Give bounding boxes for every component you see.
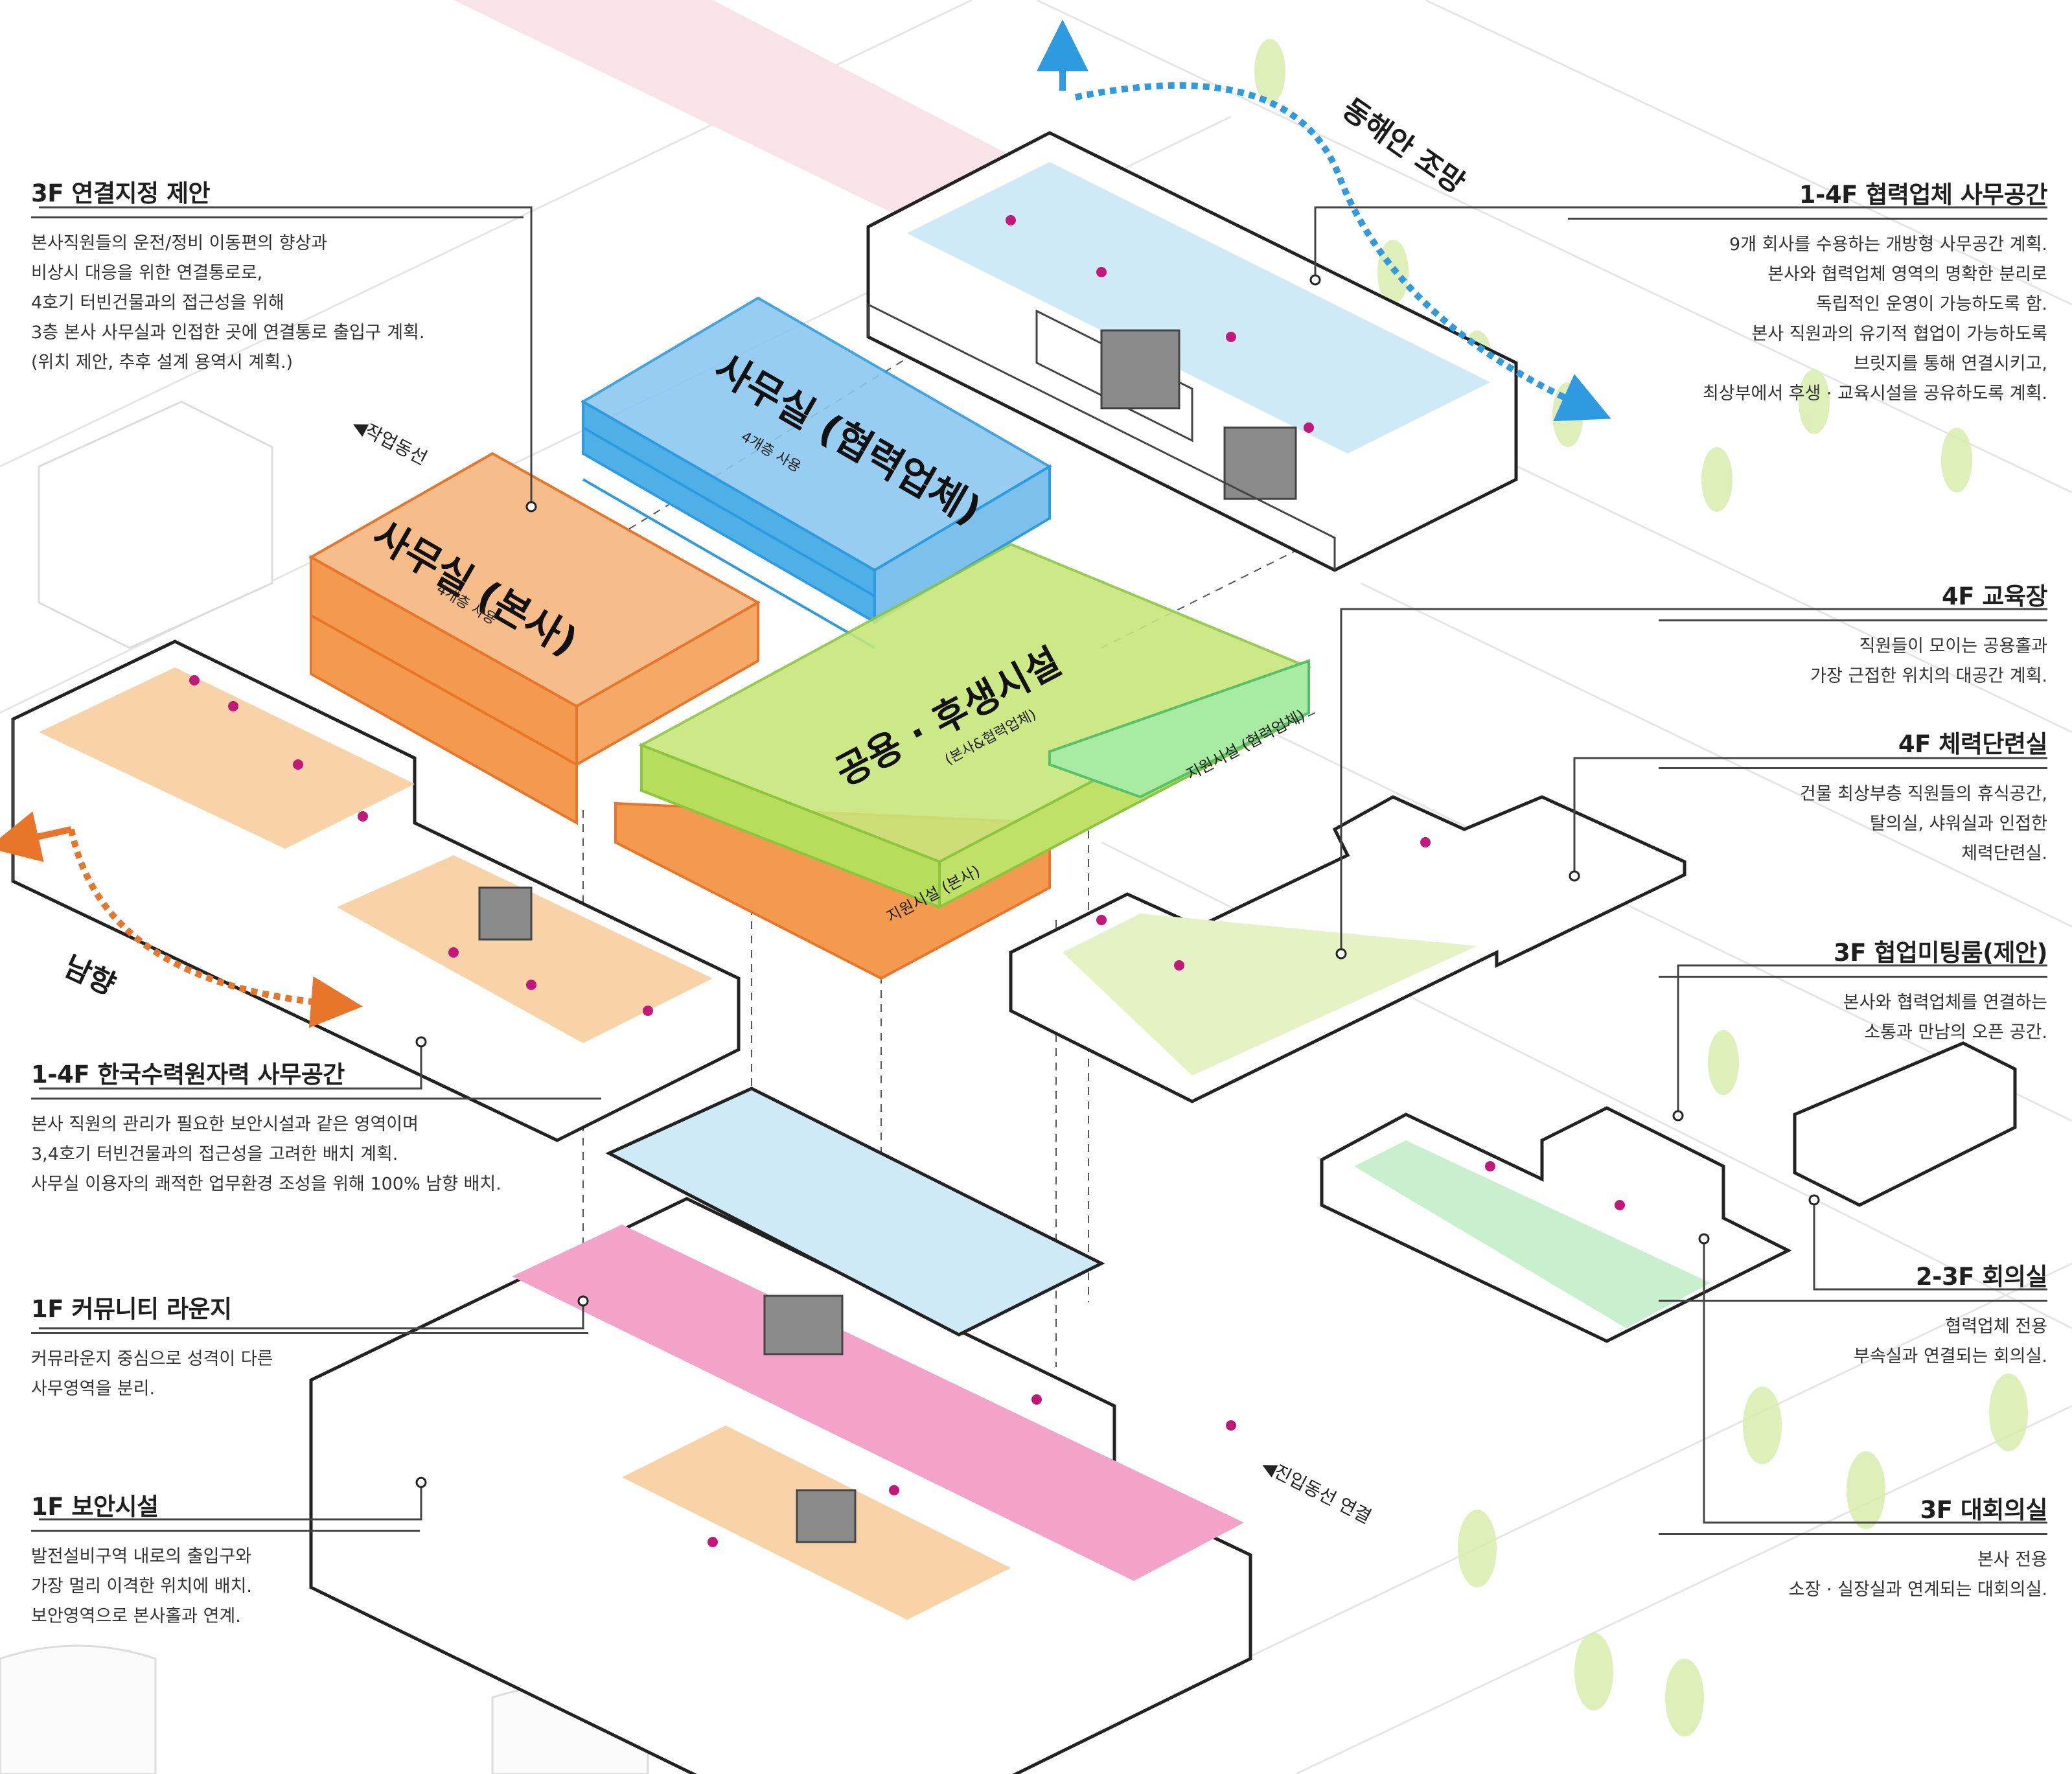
partner-office-floorplan bbox=[866, 131, 1518, 572]
annotation-rule bbox=[31, 1530, 420, 1532]
annotation-line: 가장 멀리 이격한 위치에 배치. bbox=[31, 1576, 252, 1596]
annotation-title: 1-4F 협력업체 사무공간 bbox=[1799, 181, 2048, 209]
annotation-conference-hall: 3F 대회의실 본사 전용 소장 · 실장실과 연계되는 대회의실. bbox=[1659, 1490, 2048, 1605]
fitness-education-floorplan bbox=[1009, 795, 1686, 1103]
annotation-partner-office: 1-4F 협력업체 사무공간 9개 회사를 수용하는 개방형 사무공간 계획. … bbox=[1568, 175, 2048, 409]
annotation-line: 4호기 터빈건물과의 접근성을 위해 bbox=[31, 293, 284, 313]
ground-floor-plan bbox=[309, 1087, 1252, 1774]
annotation-hq-office: 1-4F 한국수력원자력 사무공간 본사 직원의 관리가 필요한 보안시설과 같… bbox=[31, 1055, 601, 1199]
annotation-line: 3층 본사 사무실과 인접한 곳에 연결통로 출입구 계획. bbox=[31, 323, 425, 343]
annotation-line: 본사와 협력업체 영역의 명확한 분리로 bbox=[1767, 264, 2047, 284]
annotation-line: 브릿지를 통해 연결시키고, bbox=[1854, 354, 2047, 374]
annotation-line: 독립적인 운영이 가능하도록 함. bbox=[1815, 294, 2047, 314]
annotation-line: 소장 · 실장실과 연계되는 대회의실. bbox=[1788, 1580, 2047, 1600]
annotation-line: (위치 제안, 추후 설계 용역시 계획.) bbox=[31, 352, 294, 373]
annotation-title: 4F 체력단련실 bbox=[1898, 730, 2048, 758]
annotation-line: 본사 직원과의 유기적 협업이 가능하도록 bbox=[1751, 324, 2047, 344]
annotation-line: 비상시 대응을 위한 연결통로로, bbox=[31, 263, 263, 283]
annotation-security: 1F 보안시설 발전설비구역 내로의 출입구와 가장 멀리 이격한 위치에 배치… bbox=[31, 1487, 420, 1631]
annotation-rule bbox=[31, 1332, 588, 1334]
annotation-collab-meeting: 3F 협업미팅룸(제안) 본사와 협력업체를 연결하는 소통과 만남의 오픈 공… bbox=[1659, 933, 2048, 1048]
annotation-rule bbox=[1659, 1533, 2047, 1535]
south-arrow bbox=[68, 828, 363, 1028]
annotation-title: 2-3F 회의실 bbox=[1915, 1263, 2048, 1291]
annotation-3f-connection: 3F 연결지정 제안 본사직원들의 운전/정비 이동편의 향상과 비상시 대응을… bbox=[31, 174, 524, 378]
trees bbox=[1254, 39, 2028, 1736]
annotation-rule bbox=[1659, 1300, 2047, 1302]
annotation-education: 4F 교육장 직원들이 모이는 공용홀과 가장 근접한 위치의 대공간 계획. bbox=[1659, 577, 2048, 691]
annotation-title: 1F 보안시설 bbox=[31, 1493, 159, 1521]
annotation-line: 체력단련실. bbox=[1961, 844, 2047, 864]
annotation-community-lounge: 1F 커뮤니티 라운지 커뮤라운지 중심으로 성격이 다른 사무영역을 분리. bbox=[31, 1289, 588, 1404]
annotation-title: 3F 연결지정 제안 bbox=[31, 179, 211, 207]
blue-block bbox=[581, 296, 1052, 649]
annotation-title: 1F 커뮤니티 라운지 bbox=[31, 1295, 232, 1323]
annotation-line: 부속실과 연결되는 회의실. bbox=[1854, 1346, 2047, 1366]
annotation-line: 가장 근접한 위치의 대공간 계획. bbox=[1810, 666, 2047, 686]
annotation-fitness: 4F 체력단련실 건물 최상부층 직원들의 휴식공간, 탈의실, 샤워실과 인접… bbox=[1659, 724, 2048, 869]
meeting-floorplan bbox=[1320, 1041, 2017, 1343]
pink-road bbox=[454, 0, 1011, 214]
annotation-rule bbox=[1659, 767, 2047, 769]
annotation-line: 사무실 이용자의 쾌적한 업무환경 조성을 위해 100% 남향 배치. bbox=[31, 1174, 501, 1194]
annotation-line: 직원들이 모이는 공용홀과 bbox=[1859, 636, 2047, 656]
annotation-line: 본사 직원의 관리가 필요한 보안시설과 같은 영역이며 bbox=[31, 1114, 419, 1135]
annotation-rule bbox=[31, 216, 524, 218]
annotation-meeting-rooms: 2-3F 회의실 협력업체 전용 부속실과 연결되는 회의실. bbox=[1659, 1257, 2048, 1372]
annotation-line: 소통과 만남의 오픈 공간. bbox=[1864, 1022, 2047, 1043]
annotation-line: 본사와 협력업체를 연결하는 bbox=[1843, 993, 2047, 1013]
annotation-line: 3,4호기 터빈건물과의 접근성을 고려한 배치 계획. bbox=[31, 1144, 398, 1164]
annotation-title: 4F 교육장 bbox=[1941, 582, 2048, 610]
annotation-line: 건물 최상부층 직원들의 휴식공간, bbox=[1799, 784, 2047, 804]
annotation-rule bbox=[1659, 976, 2047, 978]
annotation-line: 발전설비구역 내로의 출입구와 bbox=[31, 1547, 252, 1567]
annotation-rule bbox=[31, 1098, 601, 1100]
annotation-line: 최상부에서 후생 · 교육시설을 공유하도록 계획. bbox=[1702, 384, 2047, 404]
annotation-title: 1-4F 한국수력원자력 사무공간 bbox=[31, 1061, 345, 1089]
annotation-line: 탈의실, 샤워실과 인접한 bbox=[1869, 814, 2047, 834]
annotation-line: 커뮤라운지 중심으로 성격이 다른 bbox=[31, 1349, 273, 1369]
annotation-line: 본사직원들의 운전/정비 이동편의 향상과 bbox=[31, 233, 328, 253]
annotation-line: 본사 전용 bbox=[1977, 1550, 2047, 1570]
annotation-line: 9개 회사를 수용하는 개방형 사무공간 계획. bbox=[1729, 235, 2047, 255]
east-sea-view-arrow bbox=[1074, 82, 1611, 422]
annotation-title: 3F 대회의실 bbox=[1920, 1496, 2047, 1524]
leader-lines bbox=[39, 206, 2047, 1524]
annotation-rule bbox=[1659, 619, 2047, 621]
annotation-line: 사무영역을 분리. bbox=[31, 1379, 155, 1399]
annotation-rule bbox=[1568, 218, 2047, 220]
background-buildings bbox=[0, 400, 649, 1774]
annotation-line: 보안영역으로 본사홀과 연계. bbox=[31, 1606, 241, 1626]
support-green-block bbox=[1048, 659, 1310, 799]
annotation-title: 3F 협업미팅룸(제안) bbox=[1833, 939, 2048, 967]
hq-office-floorplan bbox=[11, 639, 741, 1142]
annotation-line: 협력업체 전용 bbox=[1945, 1317, 2047, 1337]
people-markers bbox=[189, 215, 1625, 1547]
